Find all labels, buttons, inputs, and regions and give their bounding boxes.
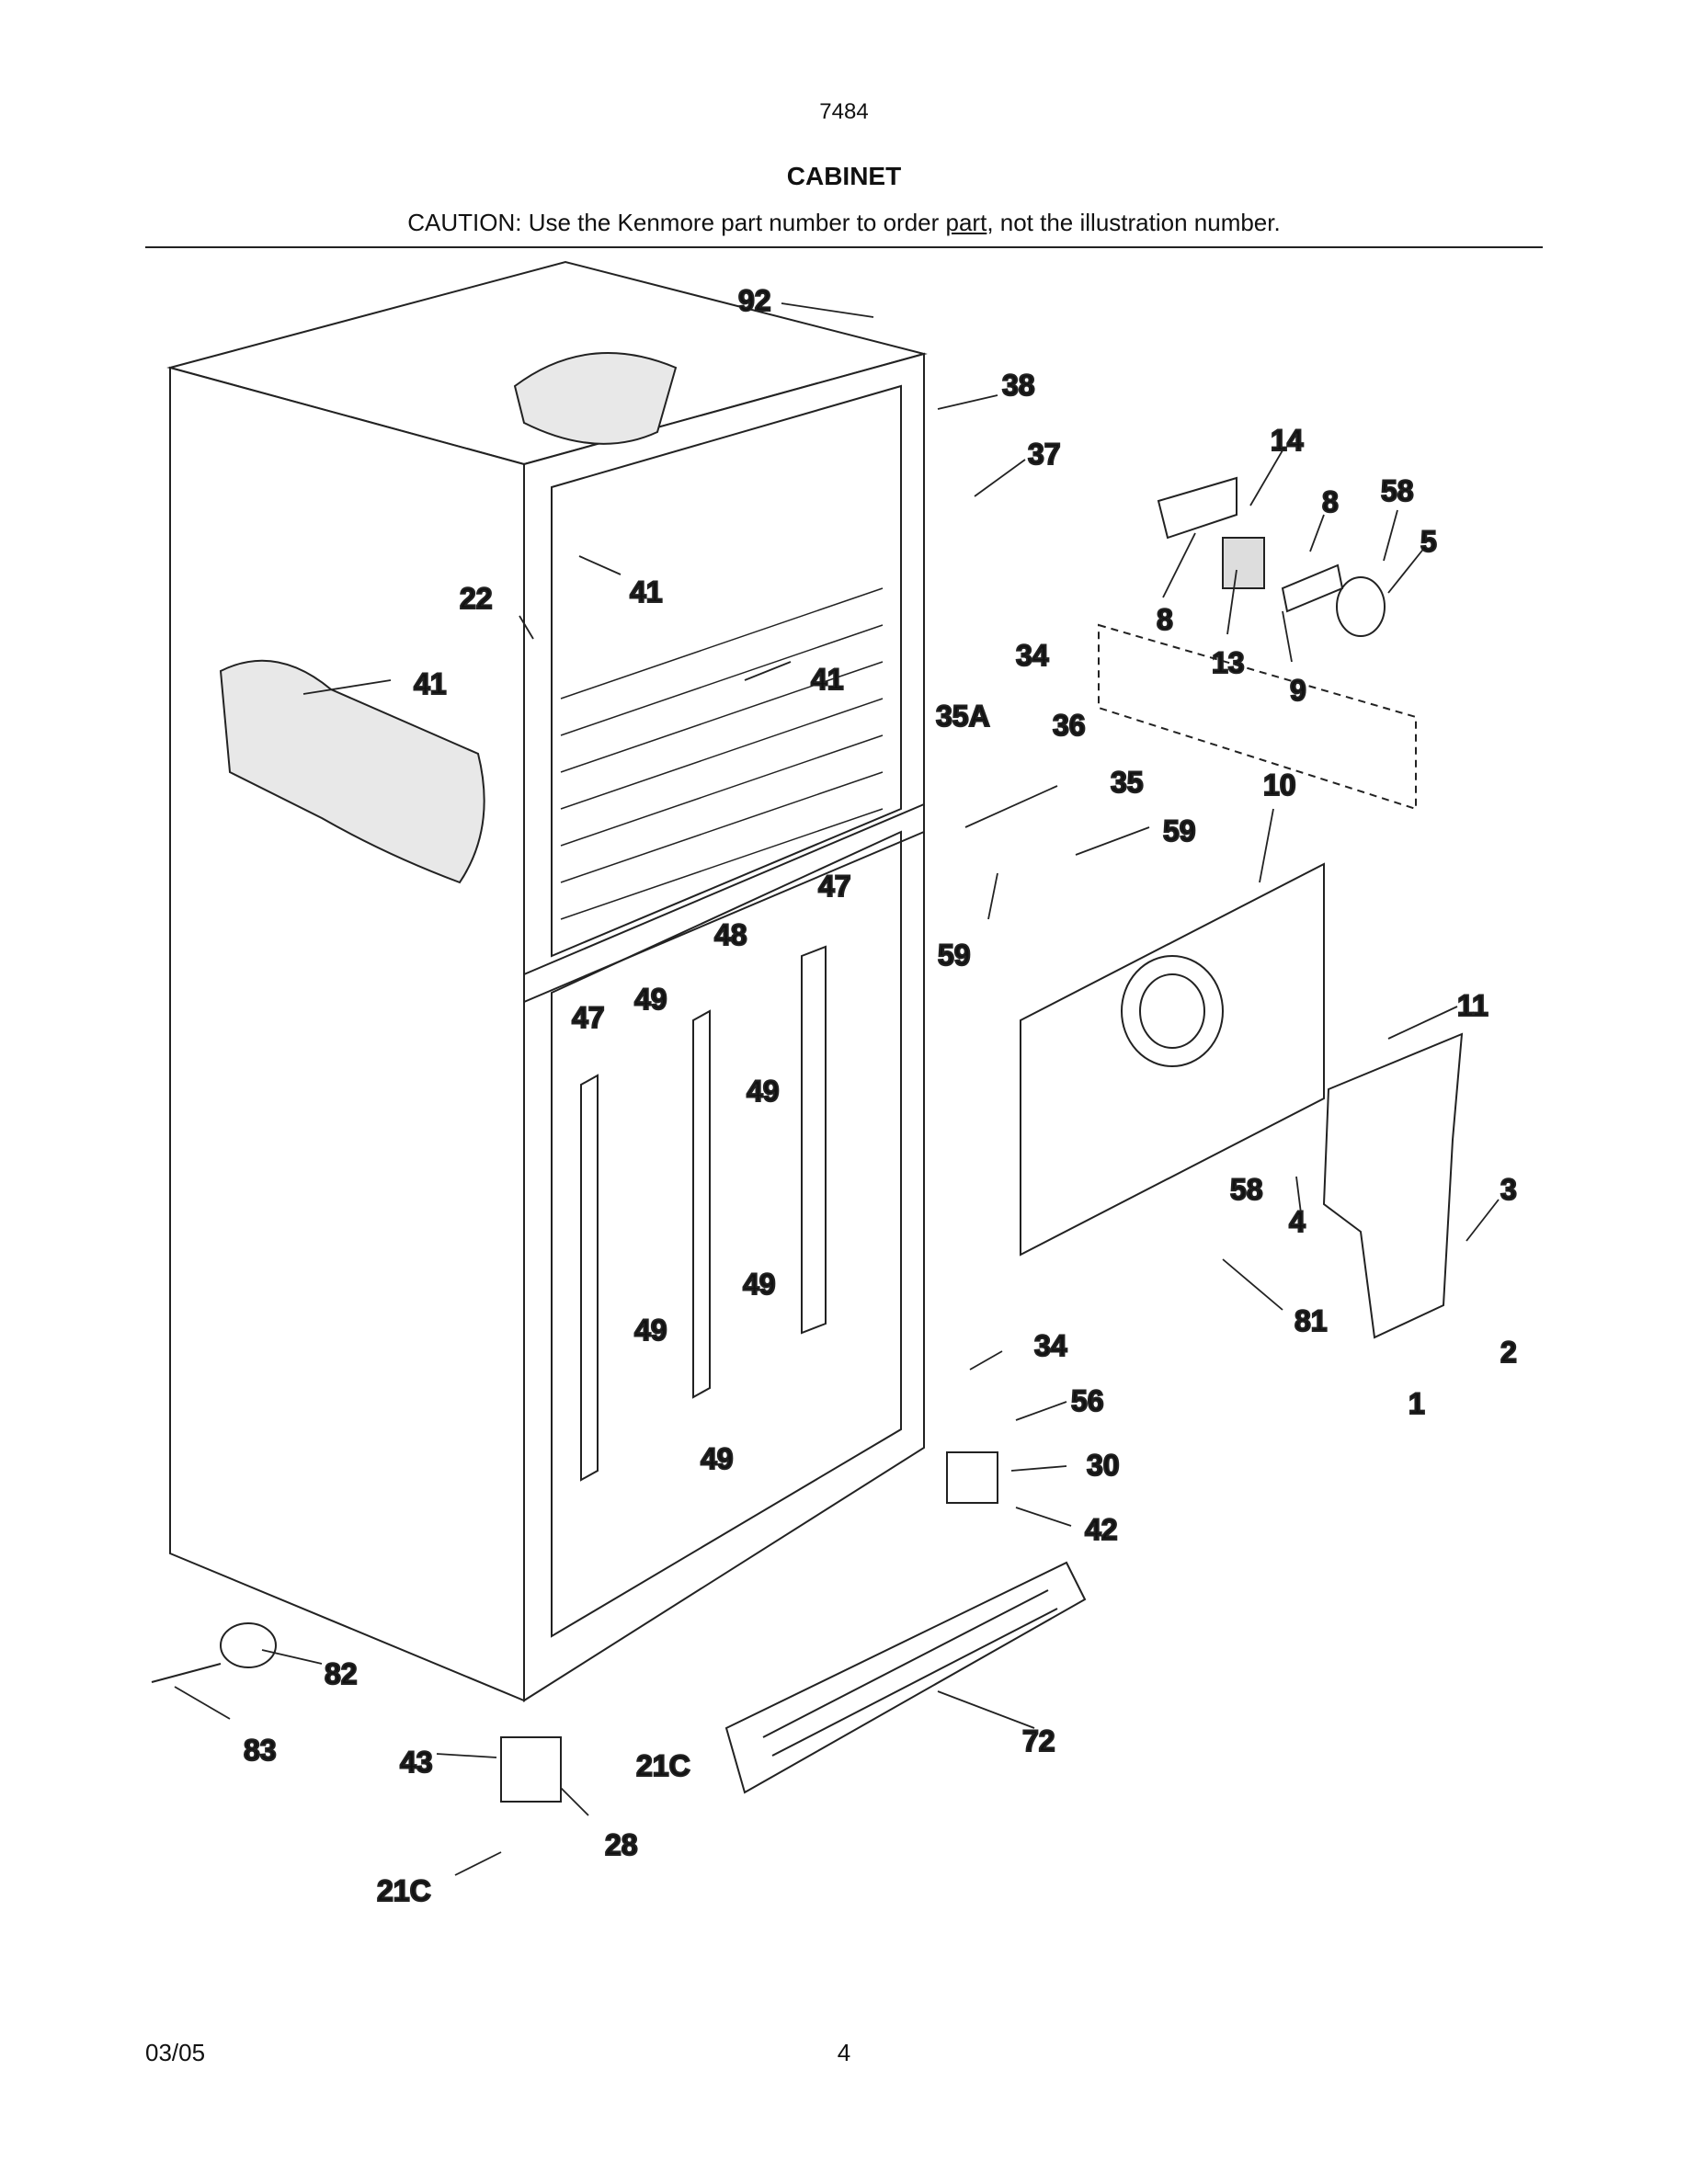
freezer-ribs xyxy=(560,587,884,920)
callout-13: 13 xyxy=(1212,646,1245,679)
leveling-parts xyxy=(151,1451,998,1803)
callout-82: 82 xyxy=(325,1657,358,1690)
evaporator-cover xyxy=(1020,862,1325,1257)
callout-22: 22 xyxy=(460,582,493,615)
callout-34a: 34 xyxy=(1016,639,1049,672)
callout-38: 38 xyxy=(1002,369,1035,402)
caution-prefix: CAUTION: Use the Kenmore part number to … xyxy=(407,209,946,236)
footer-page-number: 4 xyxy=(837,2039,851,2066)
callout-10: 10 xyxy=(1263,768,1296,802)
callout-49c: 49 xyxy=(743,1268,776,1301)
callout-42: 42 xyxy=(1085,1513,1118,1546)
callout-34b: 34 xyxy=(1034,1329,1067,1362)
callout-59a: 59 xyxy=(1163,814,1196,847)
callout-2: 2 xyxy=(1500,1336,1517,1369)
callout-21Ca: 21C xyxy=(636,1749,690,1782)
callout-49d: 49 xyxy=(634,1314,667,1347)
callout-36: 36 xyxy=(1053,709,1086,742)
fan-housing xyxy=(1322,1032,1464,1339)
callout-49e: 49 xyxy=(701,1442,734,1475)
callout-41c: 41 xyxy=(811,663,844,696)
toe-grille xyxy=(724,1561,1087,1794)
callout-21Cb: 21C xyxy=(377,1874,431,1907)
callout-59b: 59 xyxy=(938,938,971,972)
callout-81: 81 xyxy=(1295,1304,1328,1337)
callout-58a: 58 xyxy=(1381,474,1414,507)
callout-92: 92 xyxy=(738,284,771,317)
callout-37: 37 xyxy=(1028,438,1061,471)
footer-date: 03/05 xyxy=(145,2039,206,2066)
page-title: CABINET xyxy=(786,162,902,190)
callout-41a: 41 xyxy=(630,575,663,609)
callout-47a: 47 xyxy=(818,870,851,903)
callout-labels: 92 38 37 14 8 58 5 8 13 9 22 41 41 41 34… xyxy=(243,283,1518,1908)
callout-41b: 41 xyxy=(414,667,447,700)
callout-30: 30 xyxy=(1087,1449,1120,1482)
fan-motor-assembly xyxy=(1098,476,1417,811)
callout-4: 4 xyxy=(1289,1205,1306,1238)
callout-49a: 49 xyxy=(634,983,667,1016)
callout-43: 43 xyxy=(400,1746,433,1779)
caution-note: CAUTION: Use the Kenmore part number to … xyxy=(0,209,1688,237)
callout-1: 1 xyxy=(1409,1387,1425,1420)
callout-48: 48 xyxy=(714,918,747,951)
callout-35: 35 xyxy=(1111,766,1144,799)
callout-28: 28 xyxy=(605,1828,638,1861)
callout-49b: 49 xyxy=(747,1075,780,1108)
callout-56: 56 xyxy=(1071,1384,1104,1417)
callout-47b: 47 xyxy=(572,1001,605,1034)
callout-9: 9 xyxy=(1290,674,1306,707)
callout-8b: 8 xyxy=(1157,603,1173,636)
caution-suffix: , not the illustration number. xyxy=(987,209,1281,236)
top-pads xyxy=(219,352,678,884)
caution-underlined: part xyxy=(945,209,987,236)
callout-35A: 35A xyxy=(936,700,990,733)
leader-lines xyxy=(174,302,1500,1876)
callout-83: 83 xyxy=(244,1734,277,1767)
callout-58b: 58 xyxy=(1230,1173,1263,1206)
callout-8a: 8 xyxy=(1322,485,1339,518)
callout-14: 14 xyxy=(1271,424,1304,457)
callout-72: 72 xyxy=(1022,1724,1055,1757)
page-code: 7484 xyxy=(819,99,869,124)
shelf-rails xyxy=(580,945,827,1482)
exploded-parts-diagram: 92 38 37 14 8 58 5 8 13 9 22 41 41 41 34… xyxy=(151,260,1518,1908)
header-rule xyxy=(145,246,1543,248)
callout-3: 3 xyxy=(1500,1173,1517,1206)
callout-5: 5 xyxy=(1420,525,1437,558)
callout-11: 11 xyxy=(1457,989,1488,1022)
